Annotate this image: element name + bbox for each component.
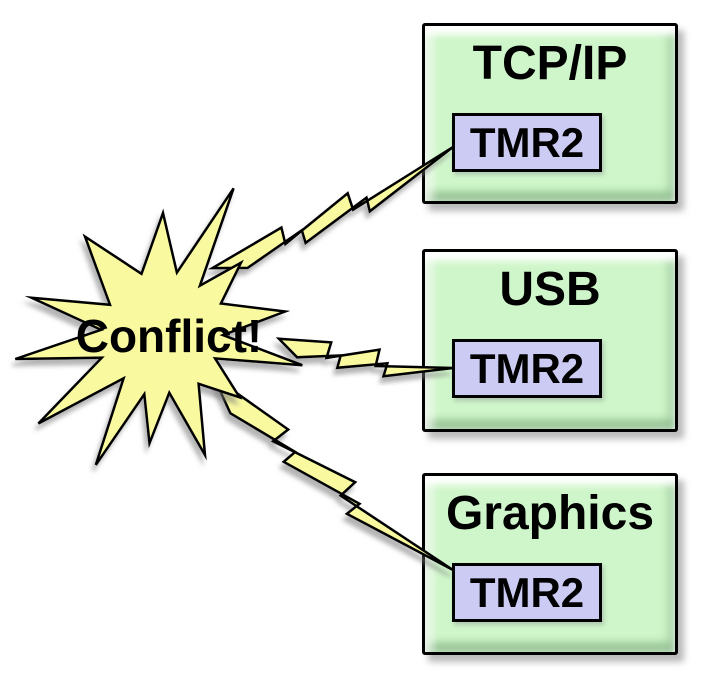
module-card-tcpip: TCP/IP TMR2 <box>422 23 678 204</box>
module-title-tcpip: TCP/IP <box>472 37 628 90</box>
module-title-usb: USB <box>499 263 601 316</box>
tmr2-chip-graphics: TMR2 <box>452 563 602 622</box>
lightning-bolt-graphics <box>210 372 454 572</box>
conflict-label: Conflict! <box>75 310 263 362</box>
module-title-graphics: Graphics <box>445 487 655 540</box>
tmr2-chip-tcpip: TMR2 <box>452 113 602 172</box>
lightning-bolt-tcpip <box>207 145 454 270</box>
module-card-graphics: Graphics TMR2 <box>422 473 678 655</box>
module-card-usb: USB TMR2 <box>422 249 678 432</box>
tmr2-chip-usb: TMR2 <box>452 339 602 398</box>
